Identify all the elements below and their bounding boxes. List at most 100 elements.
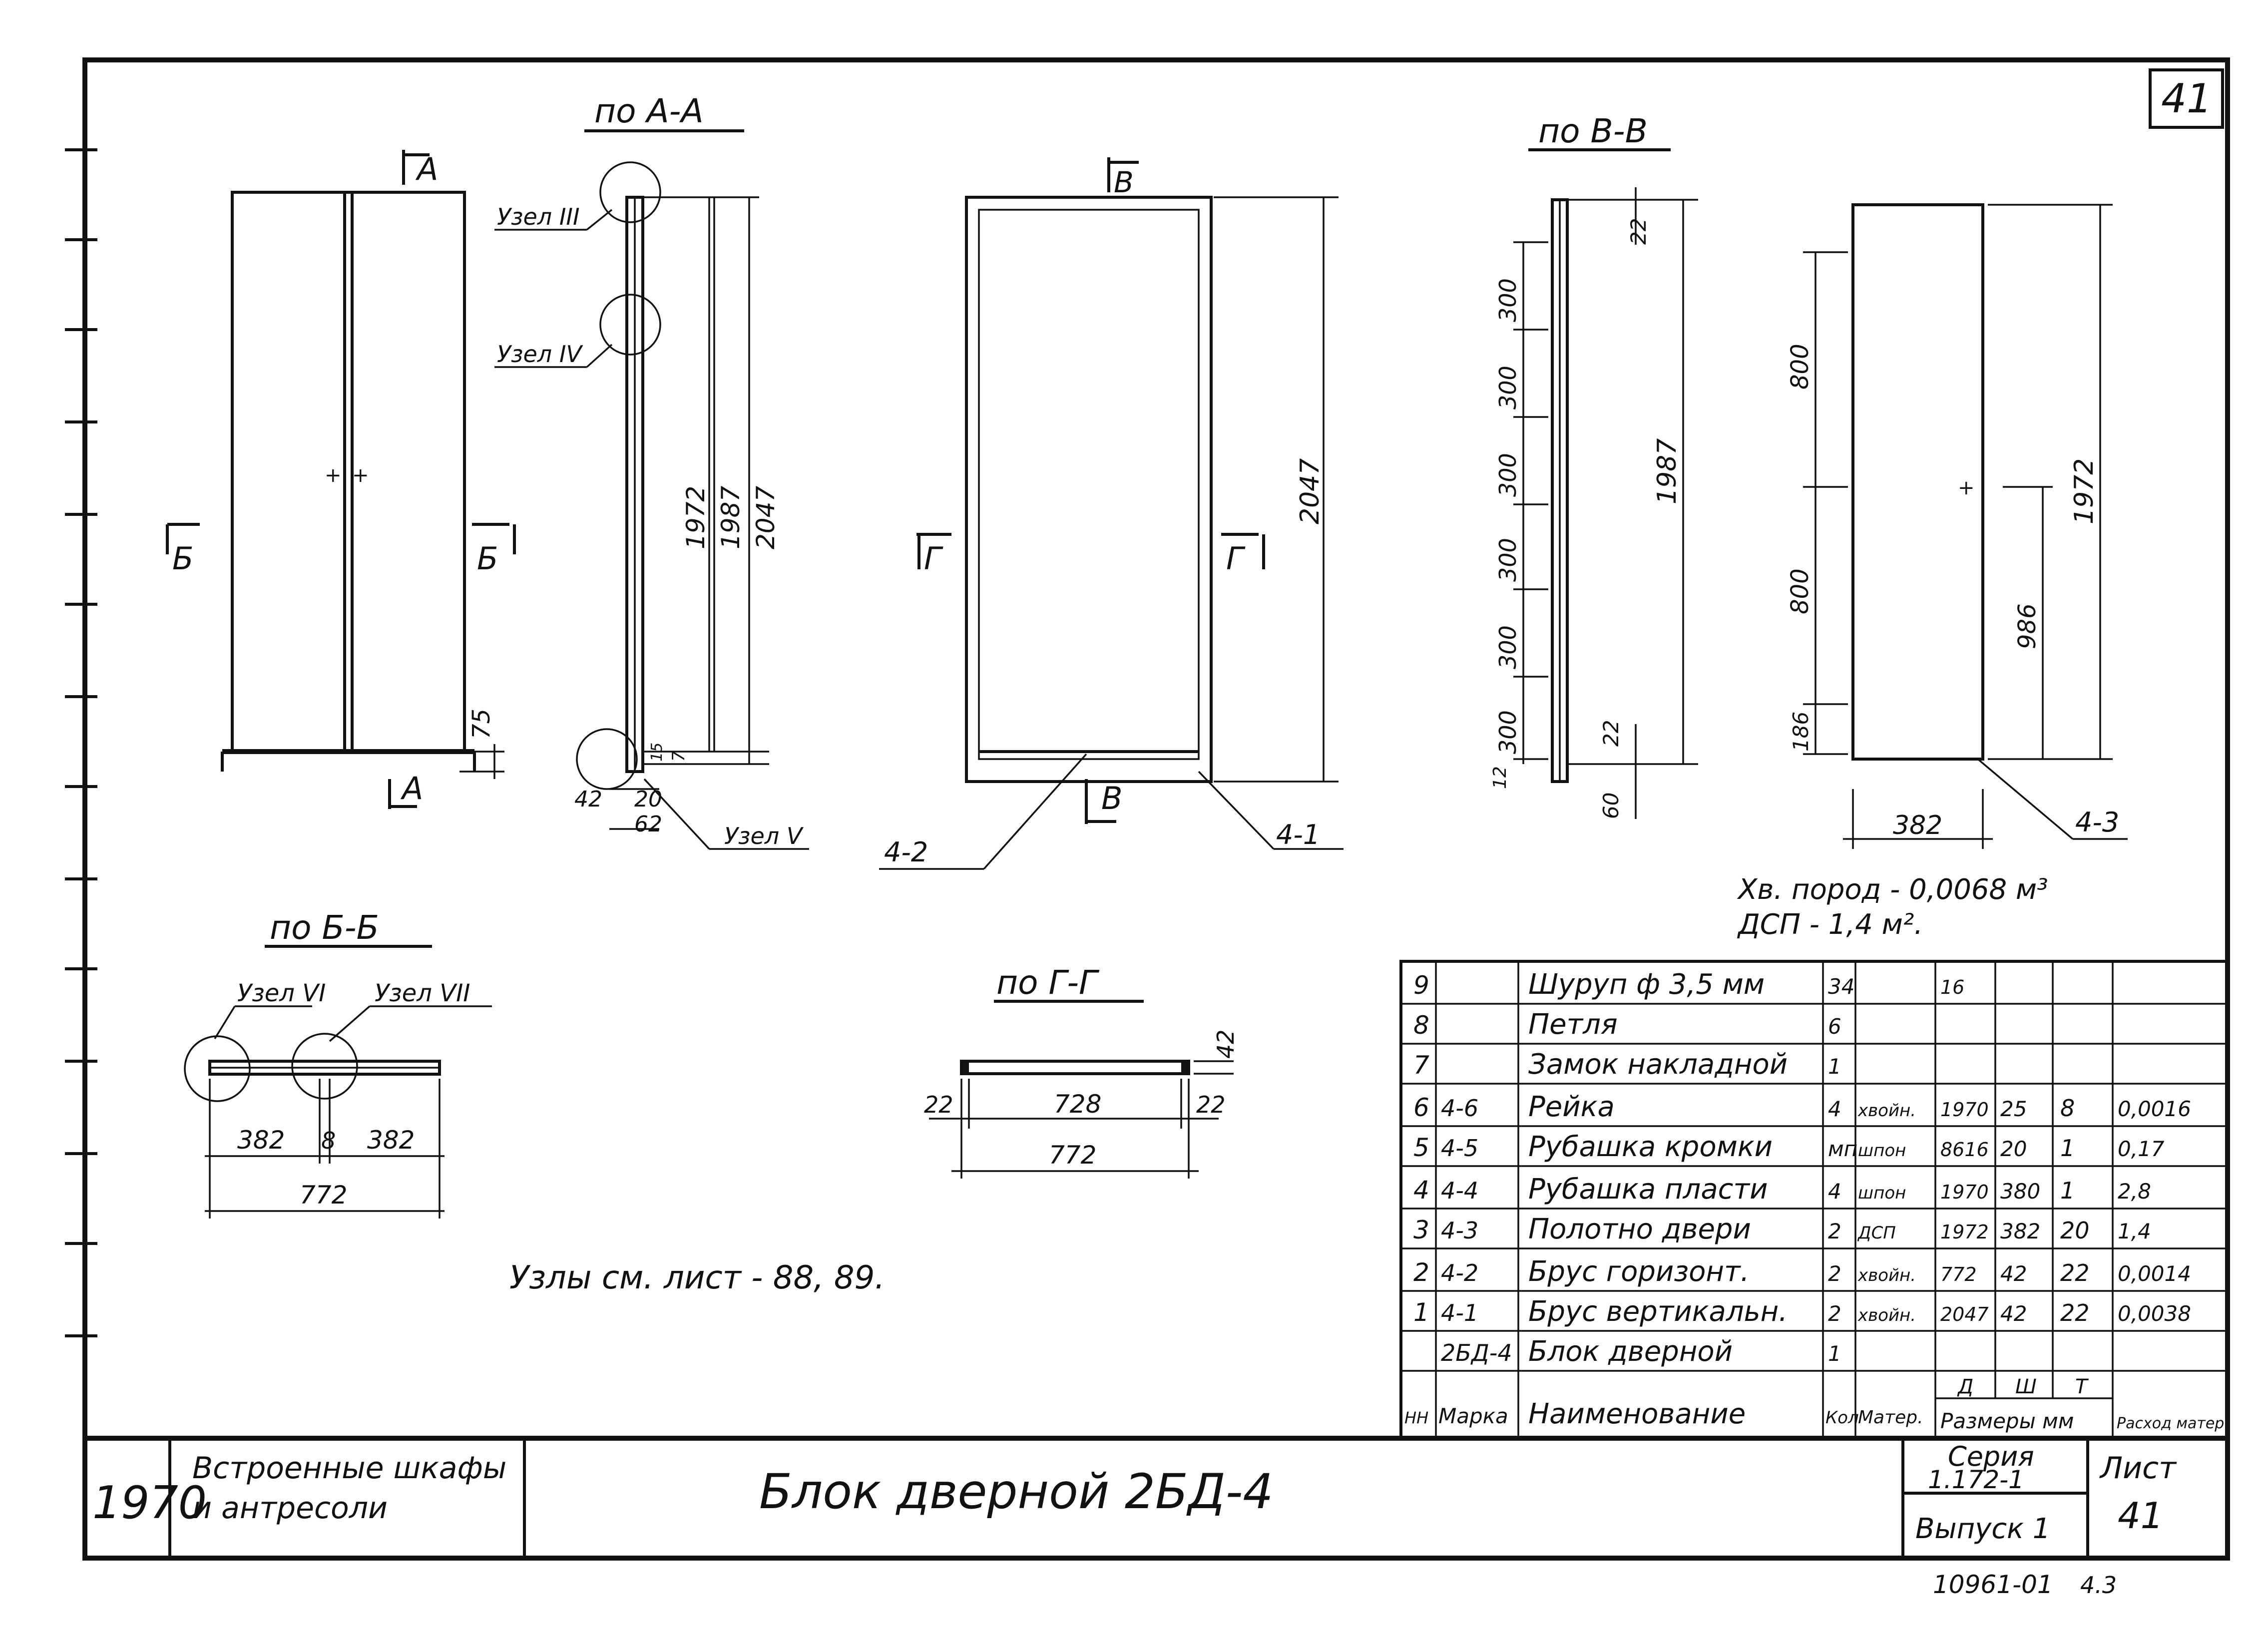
callout-node-5: Узел V [724,822,804,849]
spec-cell-width: 25 [2000,1097,2027,1121]
spec-cell-name: Блок дверной [1528,1335,1733,1368]
dim-300-5: 300 [1494,625,1521,669]
callout-part-4-3: 4-3 [2075,807,2119,838]
dim-382-bb-right: 382 [367,1126,415,1155]
spec-cell-name: Полотно двери [1528,1213,1751,1245]
dim-300-2: 300 [1494,366,1521,409]
spec-cell-name: Рейка [1528,1091,1615,1123]
cut-a-bottom-label: А [400,770,423,807]
sheet-label: Лист [2099,1451,2177,1486]
series-label: Серия [1948,1441,2034,1472]
dim-300-1: 300 [1494,278,1521,322]
callout-part-4-2: 4-2 [884,836,928,868]
dim-186: 186 [1789,712,1813,752]
door-leaf-4-3: + [1803,203,2128,849]
callout-node-4: Узел IV [497,341,583,368]
spec-cell-material: ДСП [1857,1223,1896,1243]
spec-cell-name: Брус вертикальн. [1528,1295,1788,1328]
callout-node-6: Узел VI [237,979,326,1007]
spec-cell-mark: 4-3 [1441,1217,1478,1244]
spec-cell-material: хвойн. [1857,1101,1916,1121]
spec-header-width: Ш [2015,1375,2037,1398]
spec-cell-length: 1970 [1940,1099,1989,1121]
dim-300-4: 300 [1494,538,1521,582]
spec-cell-mark: 4-4 [1441,1177,1478,1204]
spec-cell-width: 382 [2000,1219,2040,1243]
dim-75: 75 [467,709,495,739]
dim-300-3: 300 [1494,453,1521,497]
spec-cell-thickness: 22 [2060,1259,2090,1286]
spec-cell-nn: 5 [1413,1133,1429,1162]
spec-header-material: Матер. [1858,1407,1923,1428]
spec-header-thickness: Т [2075,1375,2089,1398]
spec-cell-qty: мп [1828,1137,1857,1161]
spec-cell-material: хвойн. [1857,1265,1916,1285]
cut-b-right-label: Б [477,540,498,577]
dim-800-bottom: 800 [1786,568,1814,614]
svg-text:+: + [325,464,342,487]
spec-cell-usage: 0,17 [2118,1137,2165,1161]
cut-g-left-label: Г [924,540,943,577]
spec-cell-name: Брус горизонт. [1528,1255,1749,1288]
title-year: 1970 [92,1477,207,1529]
dim-772-gg: 772 [1049,1141,1096,1170]
spec-header-qty: Кол [1825,1408,1859,1428]
cut-v-top-label: В [1114,165,1134,199]
dim-2047-aa: 2047 [751,486,780,549]
svg-text:+: + [1958,476,1975,499]
dim-772-bb: 772 [300,1181,347,1210]
spec-cell-qty: 34 [1828,974,1854,999]
spec-cell-length: 1972 [1940,1221,1989,1243]
spec-cell-material: шпон [1858,1141,1906,1161]
dim-728-gg: 728 [1054,1090,1101,1119]
title-org-line1: Встроенные шкафы [192,1451,506,1486]
section-bb [184,945,492,1219]
spec-cell-nn: 3 [1413,1216,1429,1244]
spec-cell-nn: 4 [1413,1176,1429,1205]
dim-800-top: 800 [1786,344,1814,390]
spec-cell-qty: 2 [1828,1219,1841,1243]
dim-22-vv-top: 22 [1626,218,1651,245]
series-value: 1.172-1 [1928,1465,2024,1494]
spec-cell-nn: 6 [1413,1093,1429,1122]
dim-12-vv: 12 [1490,766,1510,789]
spec-table [1399,960,2229,1440]
callout-part-4-1: 4-1 [1276,819,1320,850]
dim-7-aa: 7 [669,751,689,762]
nodes-reference-note: Узлы см. лист - 88, 89. [509,1259,885,1296]
spec-cell-nn: 2 [1413,1258,1429,1287]
spec-cell-qty: 4 [1828,1097,1841,1121]
material-note-chipboard: ДСП - 1,4 м². [1737,908,1923,941]
svg-text:+: + [352,464,369,487]
spec-header-usage: Расход матер. [2117,1415,2229,1432]
spec-cell-name: Замок накладной [1528,1048,1788,1081]
dim-1987-vv: 1987 [1652,438,1682,504]
cut-a-top-label: А [415,151,438,187]
frame-elevation [879,157,1344,870]
section-vv [1513,148,1698,819]
spec-cell-length: 8616 [1940,1139,1989,1161]
spec-cell-qty: 2 [1828,1301,1841,1326]
spec-cell-mark: 2БД-4 [1441,1339,1512,1366]
dim-20-aa: 20 [634,787,662,812]
spec-cell-mark: 4-2 [1441,1259,1478,1286]
spec-cell-usage: 0,0016 [2118,1097,2191,1121]
dim-42-aa: 42 [574,787,602,812]
spec-cell-usage: 0,0014 [2118,1261,2191,1286]
spec-cell-length: 16 [1940,976,1964,998]
spec-cell-name: Рубашка пласти [1528,1173,1768,1206]
cut-v-bottom-label: В [1101,780,1123,817]
spec-header-nn: НН [1404,1408,1428,1427]
spec-cell-mark: 4-6 [1441,1095,1478,1122]
cut-g-right-label: Г [1226,540,1246,577]
archive-number: 10961-01 [1933,1570,2053,1599]
spec-cell-nn: 8 [1413,1011,1429,1040]
spec-cell-mark: 4-1 [1441,1299,1478,1326]
section-vv-title: по В-В [1538,112,1648,150]
spec-cell-thickness: 1 [2060,1135,2075,1162]
spec-cell-material: шпон [1858,1183,1906,1203]
spec-cell-qty: 4 [1828,1179,1841,1204]
dim-62-aa: 62 [634,812,662,837]
